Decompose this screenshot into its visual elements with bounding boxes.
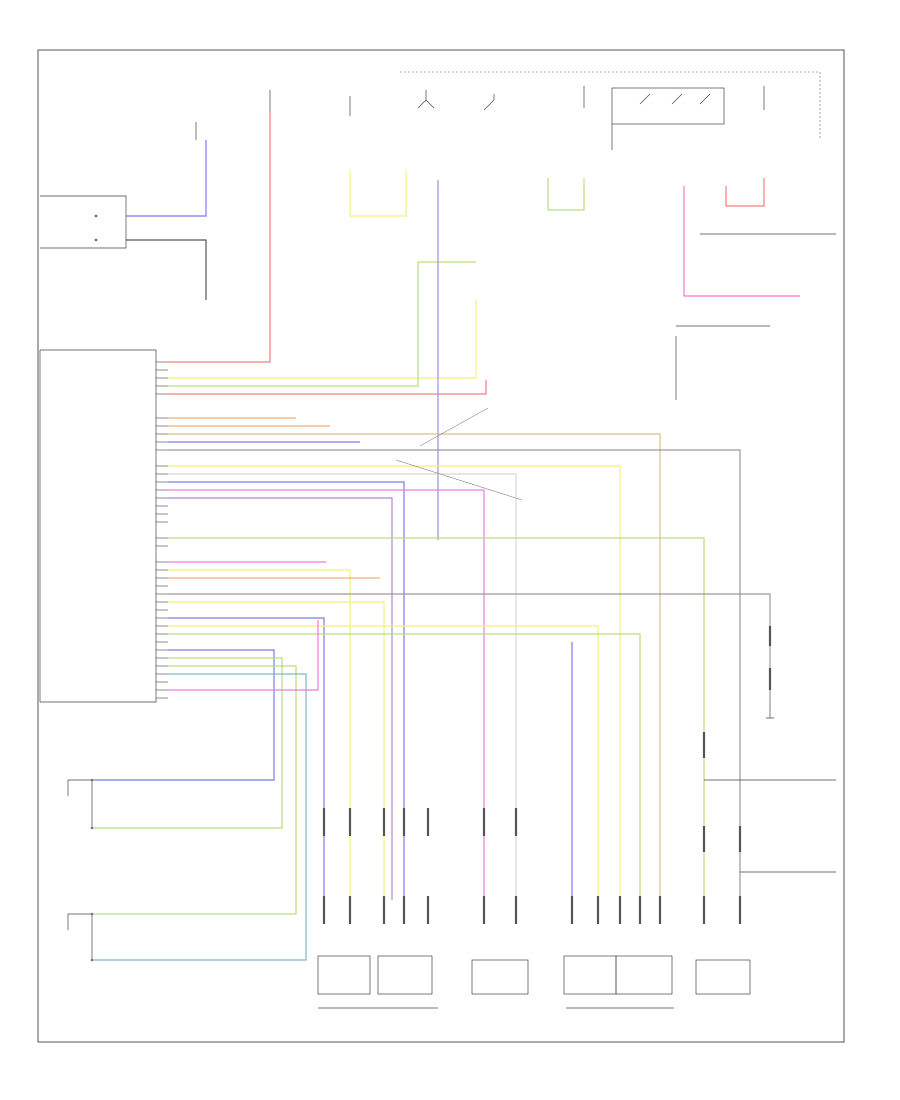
- wire-red-right: [725, 178, 765, 207]
- bottom-module-5: [615, 955, 673, 995]
- wire-blue-bl: [92, 649, 275, 781]
- module-pin-stubs: [156, 361, 168, 699]
- wire-blue-3: [168, 481, 405, 900]
- wire-yellow-3: [168, 569, 351, 900]
- bottom-module-3: [471, 959, 529, 995]
- wire-white-1: [168, 473, 517, 900]
- right-side-components: [675, 233, 836, 873]
- diagram-border: [37, 49, 845, 1043]
- wire-red-main: [168, 112, 271, 363]
- wire-black-top: [126, 239, 207, 300]
- bottom-module-4: [563, 955, 617, 995]
- wire-pink-right: [683, 186, 800, 297]
- wire-red-2: [168, 380, 487, 395]
- wire-green-3: [168, 633, 641, 900]
- wire-green-2: [168, 537, 705, 900]
- wire-yellow-2: [168, 465, 621, 900]
- wire-yellow-top: [349, 170, 407, 217]
- wire-green-run: [168, 261, 476, 387]
- wire-yellow-4: [168, 601, 385, 900]
- wire-yellow-run: [168, 300, 477, 379]
- bottom-module-6: [695, 959, 751, 995]
- bottom-module-1: [317, 955, 371, 995]
- wire-gray-2: [168, 593, 771, 700]
- wire-gray-1: [168, 449, 741, 900]
- left-sensor-module: [40, 195, 127, 249]
- fuse-block-top: [195, 71, 821, 150]
- wire-green-bl2: [92, 665, 297, 915]
- wire-blue-4: [168, 617, 325, 900]
- bottom-modules: [317, 955, 751, 1009]
- wire-green-top: [547, 178, 585, 211]
- wire-violet-2: [168, 497, 393, 900]
- wire-pink-2: [168, 489, 485, 900]
- wire-blue-top: [126, 140, 207, 217]
- main-control-module: [39, 349, 157, 703]
- wire-yellow-5: [168, 625, 599, 900]
- inline-connectors: [322, 626, 772, 924]
- bottom-left-sensors: [67, 778, 94, 962]
- wire-pink-bl: [168, 620, 319, 691]
- wire-tan-1: [168, 433, 661, 900]
- wires: [92, 112, 800, 961]
- wire-teal-bl: [92, 673, 307, 961]
- wire-green-bl: [92, 657, 283, 829]
- annotation-leaders: [395, 407, 523, 501]
- bottom-module-2: [377, 955, 433, 995]
